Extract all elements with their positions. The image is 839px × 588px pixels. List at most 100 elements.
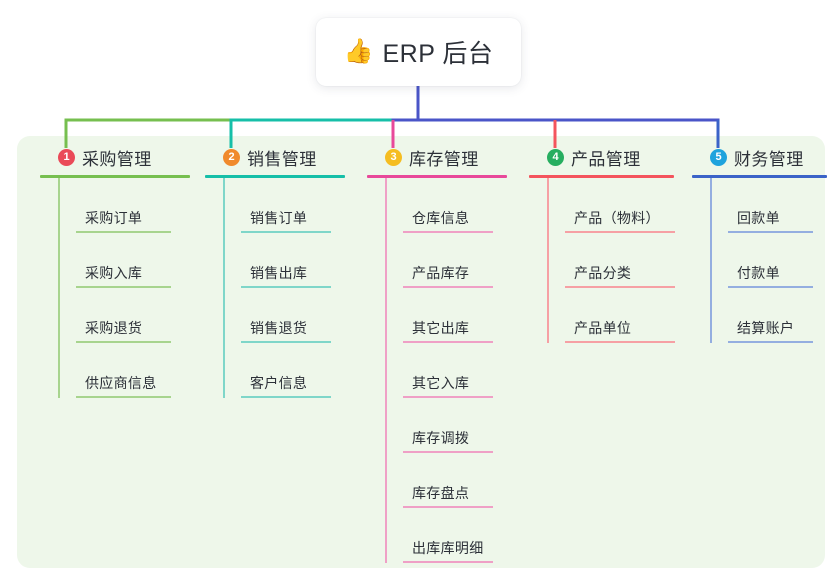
branch-item-underline [76, 396, 171, 398]
branch-badge-4: 4 [547, 148, 564, 166]
branch-item-label: 销售订单 [250, 210, 308, 226]
branch-item[interactable]: 结算账户 [710, 288, 827, 343]
branch-spine [710, 178, 712, 343]
branch-item[interactable]: 销售退货 [223, 288, 345, 343]
branch-item-label: 付款单 [737, 265, 780, 281]
branch-item[interactable]: 仓库信息 [385, 178, 507, 233]
branch-item-list: 采购订单采购入库采购退货供应商信息 [40, 178, 190, 398]
branch-item-label: 产品（物料） [574, 210, 660, 226]
branch-badge-1: 1 [58, 148, 75, 166]
branch-underline [529, 175, 674, 178]
branch-item-underline [565, 286, 675, 288]
branch-item-underline [403, 561, 493, 563]
branch-item-label: 销售退货 [250, 320, 308, 336]
branch-header-1[interactable]: 1 采购管理 [40, 145, 190, 169]
branch-item[interactable]: 出库库明细 [385, 508, 507, 563]
branch-header-4[interactable]: 4 产品管理 [529, 145, 674, 169]
branch-item-underline [728, 341, 813, 343]
branch-header-3[interactable]: 3 库存管理 [367, 145, 507, 169]
branch-spine [547, 178, 549, 343]
branch-item-label: 库存调拨 [412, 430, 470, 446]
branch-title: 销售管理 [247, 149, 317, 169]
branches-panel [17, 136, 825, 568]
branch-header-5[interactable]: 5 财务管理 [692, 145, 827, 169]
branch-item[interactable]: 产品单位 [547, 288, 675, 343]
branch-badge-2: 2 [223, 148, 240, 166]
branch-item[interactable]: 采购入库 [58, 233, 190, 288]
branch-item-label: 销售出库 [250, 265, 308, 281]
branch-item-underline [403, 286, 493, 288]
branch-underline [40, 175, 190, 178]
branch-column-4: 4 产品管理产品（物料） 产品分类产品单位 [529, 145, 675, 343]
branch-spine [58, 178, 60, 398]
branch-underline [692, 175, 827, 178]
branch-item-label: 其它出库 [412, 320, 470, 336]
branch-item-underline [76, 286, 171, 288]
branch-title: 产品管理 [571, 149, 641, 169]
branch-item[interactable]: 库存盘点 [385, 453, 507, 508]
branch-item-underline [403, 506, 493, 508]
root-node[interactable]: 👍 ERP 后台 [316, 18, 521, 86]
branch-item-label: 采购退货 [85, 320, 143, 336]
branch-title: 采购管理 [82, 149, 152, 169]
branch-header-2[interactable]: 2 销售管理 [205, 145, 345, 169]
branch-item-underline [76, 231, 171, 233]
branch-item[interactable]: 客户信息 [223, 343, 345, 398]
branch-item[interactable]: 库存调拨 [385, 398, 507, 453]
branch-badge-3: 3 [385, 148, 402, 166]
branch-item[interactable]: 产品分类 [547, 233, 675, 288]
branch-underline [367, 175, 507, 178]
branch-item-underline [241, 341, 331, 343]
branch-item-underline [241, 286, 331, 288]
branch-item-label: 产品库存 [412, 265, 470, 281]
branch-item-underline [403, 231, 493, 233]
branch-item-underline [728, 231, 813, 233]
branch-item-underline [403, 341, 493, 343]
branch-item-label: 出库库明细 [412, 540, 484, 556]
branch-item[interactable]: 产品（物料） [547, 178, 675, 233]
branch-item-list: 回款单付款单结算账户 [692, 178, 827, 343]
branch-item[interactable]: 供应商信息 [58, 343, 190, 398]
branch-item[interactable]: 其它出库 [385, 288, 507, 343]
branch-title: 财务管理 [734, 149, 804, 169]
branch-column-1: 1 采购管理采购订单采购入库采购退货供应商信息 [40, 145, 190, 398]
branch-item-label: 其它入库 [412, 375, 470, 391]
branch-item-underline [565, 231, 675, 233]
branch-item[interactable]: 付款单 [710, 233, 827, 288]
branch-item-underline [565, 341, 675, 343]
branch-column-3: 3 库存管理仓库信息产品库存其它出库其它入库库存调拨库存盘点出库库明细 [367, 145, 507, 563]
branch-item[interactable]: 产品库存 [385, 233, 507, 288]
branch-item-underline [241, 396, 331, 398]
branch-item-list: 产品（物料） 产品分类产品单位 [529, 178, 675, 343]
branch-title: 库存管理 [409, 149, 479, 169]
branch-item-underline [403, 451, 493, 453]
branch-underline [205, 175, 345, 178]
branch-column-5: 5 财务管理回款单付款单结算账户 [692, 145, 827, 343]
branch-item[interactable]: 采购订单 [58, 178, 190, 233]
branch-item-label: 回款单 [737, 210, 780, 226]
branch-item[interactable]: 销售订单 [223, 178, 345, 233]
branch-item[interactable]: 销售出库 [223, 233, 345, 288]
branch-item-label: 结算账户 [737, 320, 795, 336]
branch-item-label: 采购订单 [85, 210, 143, 226]
branch-item-list: 销售订单销售出库销售退货客户信息 [205, 178, 345, 398]
branch-item[interactable]: 回款单 [710, 178, 827, 233]
branch-column-2: 2 销售管理销售订单销售出库销售退货客户信息 [205, 145, 345, 398]
branch-item-label: 产品分类 [574, 265, 632, 281]
branch-item-label: 库存盘点 [412, 485, 470, 501]
branch-item-underline [403, 396, 493, 398]
branch-item-label: 供应商信息 [85, 375, 157, 391]
branch-item-underline [76, 341, 171, 343]
branch-item-label: 采购入库 [85, 265, 143, 281]
branch-item[interactable]: 其它入库 [385, 343, 507, 398]
branch-item[interactable]: 采购退货 [58, 288, 190, 343]
branch-spine [223, 178, 225, 398]
thumbs-up-icon: 👍 [343, 38, 374, 65]
root-title: ERP 后台 [382, 40, 494, 68]
branch-badge-5: 5 [710, 148, 727, 166]
branch-item-underline [728, 286, 813, 288]
branch-spine [385, 178, 387, 563]
branch-item-label: 客户信息 [250, 375, 308, 391]
branch-item-label: 产品单位 [574, 320, 632, 336]
